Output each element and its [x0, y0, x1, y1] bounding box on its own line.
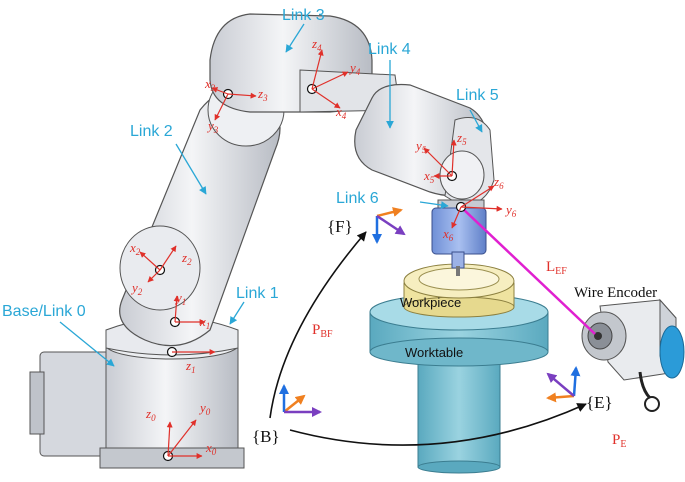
axis-x0: x0: [205, 440, 217, 457]
axis-z4: z4: [311, 36, 322, 53]
coordinate-axes: [139, 49, 503, 459]
robot-link-3: [209, 13, 401, 113]
axis-y1: y1: [174, 290, 186, 307]
axis-z3: z3: [257, 86, 268, 103]
worktable-label: Worktable: [405, 345, 463, 360]
robot-link-2: [119, 73, 285, 347]
wire-encoder-label: Wire Encoder: [574, 285, 657, 301]
frame-e-label: {E}: [586, 393, 613, 412]
axis-y6: y6: [504, 202, 517, 219]
link-labels: Link 3 Link 4 Link 5 Link 2 Link 6 Link …: [2, 7, 499, 367]
axis-y2: y2: [130, 280, 143, 297]
vector-pe-label: PE: [612, 432, 626, 450]
worktable: [369, 293, 549, 474]
wire-encoder-device: [581, 298, 685, 412]
frame-f-label: {F}: [327, 217, 353, 236]
axis-z1: z1: [185, 358, 196, 375]
label-link4: Link 4: [368, 41, 411, 58]
axis-labels: z4 y4 x4 x3 z3 y3 z5 y5 x5 z6 y6 x6 x2 z…: [129, 36, 517, 457]
axis-y4: y4: [348, 60, 361, 77]
label-link0: Base/Link 0: [2, 303, 86, 320]
frame-f-triad: [372, 207, 406, 244]
vector-pbf-label: PBF: [312, 322, 333, 340]
vector-pe-arrow: [289, 403, 587, 446]
robot-link-5: [439, 117, 495, 207]
workpiece-label: Workpiece: [400, 295, 461, 310]
axis-x3: x3: [204, 76, 216, 93]
axis-x4: x4: [335, 104, 347, 121]
label-link5: Link 5: [456, 87, 499, 104]
label-link3: Link 3: [282, 7, 325, 24]
axis-z0: z0: [145, 406, 156, 423]
axis-z2: z2: [181, 250, 192, 267]
vector-lef-label: LEF: [546, 259, 567, 277]
frame-e-triad: [546, 366, 581, 403]
axis-x5: x5: [423, 168, 435, 185]
robot-base: [29, 317, 245, 469]
vector-pbf-arrow: [269, 231, 367, 419]
axis-x2: x2: [129, 240, 141, 257]
label-link1: Link 1: [236, 285, 279, 302]
axis-x1: x1: [199, 314, 210, 331]
frame-b-label: {B}: [252, 427, 280, 446]
axis-y0: y0: [198, 400, 211, 417]
label-link2: Link 2: [130, 123, 173, 140]
axis-z5: z5: [456, 130, 467, 147]
axis-z6: z6: [493, 174, 504, 191]
label-link6: Link 6: [336, 190, 379, 207]
axis-y5: y5: [414, 138, 427, 155]
wire-lef-line: [460, 206, 596, 335]
axis-y3: y3: [206, 118, 219, 135]
axis-x6: x6: [442, 226, 454, 243]
frame-b-triad: [279, 384, 322, 417]
